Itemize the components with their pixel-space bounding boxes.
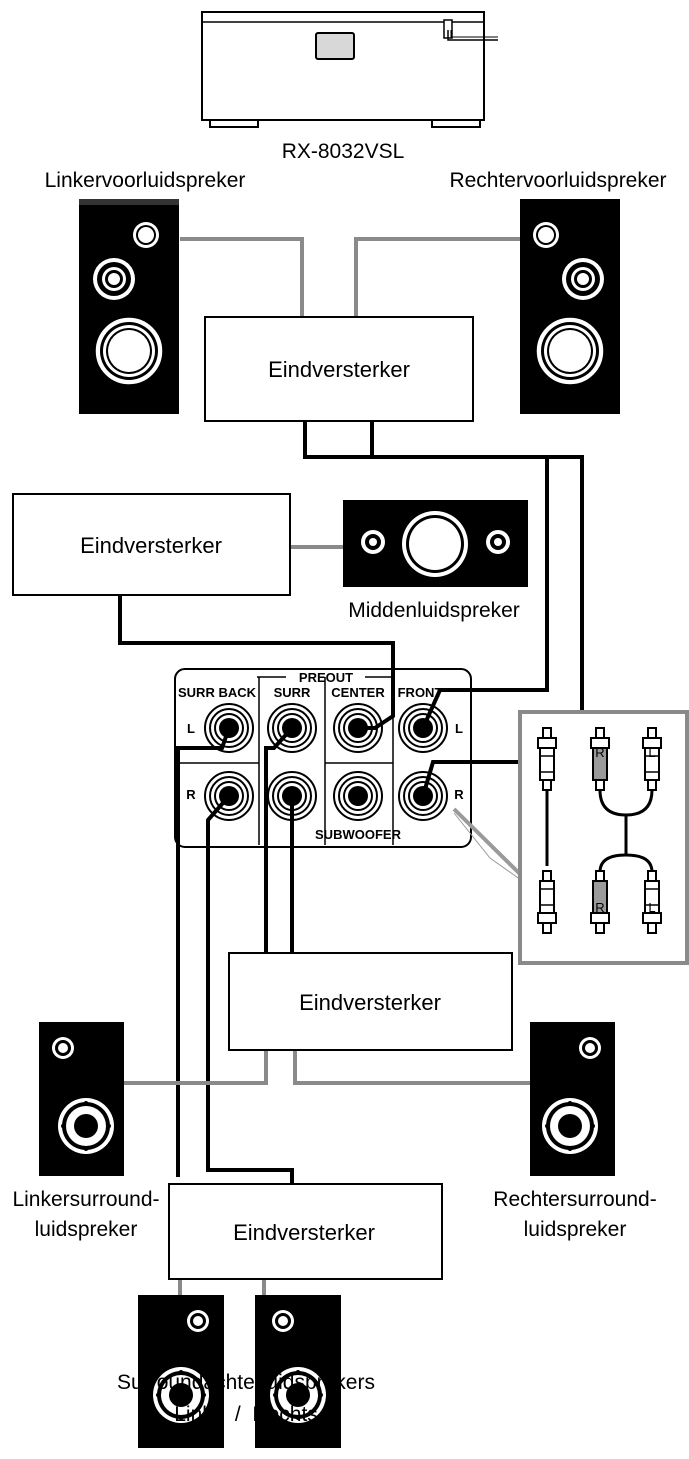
surround-back-amplifier: Eindversterker (168, 1183, 443, 1280)
cable-inset: R L R L (452, 710, 689, 965)
front-right-speaker-icon (520, 199, 620, 414)
plug-l-bottom: L (648, 900, 655, 915)
receiver-model-label: RX-8032VSL (282, 140, 405, 163)
col-front: FRONT (398, 685, 443, 700)
surround-back-amplifier-label: Eindversterker (233, 1220, 375, 1245)
surround-back-label-1: Surroundachterluidsprekers (117, 1371, 375, 1394)
single-rca-cable (537, 727, 557, 934)
center-speaker-label: Middenluidspreker (348, 599, 520, 622)
front-left-speaker-label: Linkervoorluidspreker (45, 169, 246, 192)
surround-amplifier: Eindversterker (228, 952, 513, 1051)
mark-left-r: R (186, 787, 196, 802)
subwoofer-label: SUBWOOFER (315, 827, 402, 842)
col-surr: SURR (274, 685, 311, 700)
surround-speaker-wires (87, 1050, 530, 1085)
front-amplifier-label: Eindversterker (268, 357, 410, 382)
center-amplifier: Eindversterker (12, 493, 291, 596)
surround-back-speaker-wires (178, 1279, 266, 1295)
surround-left-speaker-icon (39, 1022, 124, 1176)
front-speaker-wires (180, 237, 520, 317)
surround-back-left-speaker-icon (138, 1295, 224, 1448)
rca-cables (118, 421, 584, 1184)
surround-left-label-1: Linkersurround- (12, 1188, 159, 1211)
receiver-unit (201, 11, 498, 128)
jack-subwoofer (333, 771, 383, 821)
surround-back-label-2: Links / Rechts (174, 1403, 318, 1426)
center-amplifier-label: Eindversterker (80, 533, 222, 558)
mark-right-l: L (455, 721, 463, 736)
surround-left-label-2: luidspreker (35, 1218, 138, 1241)
stereo-rca-cable: R L R L (590, 727, 662, 934)
plug-r-bottom: R (595, 900, 604, 915)
front-right-speaker-label: Rechtervoorluidspreker (449, 169, 666, 192)
preout-title: PREOUT (299, 670, 353, 685)
surround-back-right-speaker-icon (255, 1295, 341, 1448)
surround-right-label-2: luidspreker (524, 1218, 627, 1241)
col-center: CENTER (331, 685, 385, 700)
mark-right-r: R (454, 787, 464, 802)
mark-left-l: L (187, 721, 195, 736)
plug-l-top: L (648, 745, 655, 760)
preout-panel: PREOUT SURR BACK SURR CENTER FRONT L R L… (174, 668, 472, 848)
surround-amplifier-label: Eindversterker (299, 990, 441, 1015)
surround-right-speaker-icon (530, 1022, 615, 1176)
surround-right-label-1: Rechtersurround- (493, 1188, 656, 1211)
front-amplifier: Eindversterker (204, 316, 474, 422)
center-speaker-icon (343, 500, 528, 587)
plug-r-top: R (595, 745, 604, 760)
col-surr-back: SURR BACK (178, 685, 257, 700)
front-left-speaker-icon (79, 199, 179, 414)
